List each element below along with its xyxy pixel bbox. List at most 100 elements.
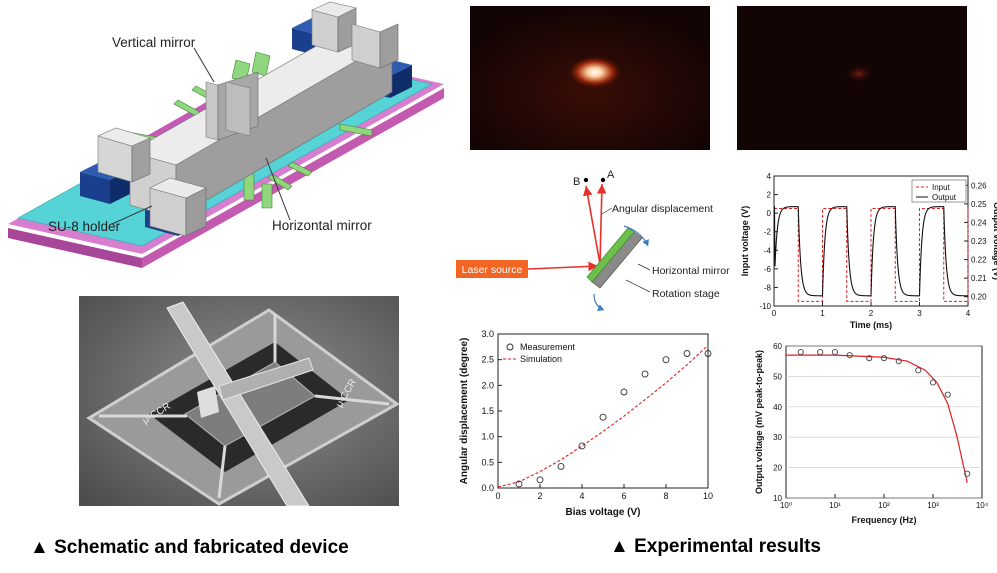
- x-tick-label: 10²: [878, 501, 890, 510]
- su8-holder-label: SU-8 holder: [48, 219, 121, 234]
- x-tick-label: 10³: [927, 501, 939, 510]
- point-b-label: B: [573, 176, 580, 188]
- measurement-point: [929, 379, 937, 386]
- measurement-point: [817, 349, 824, 356]
- y-tick-label: 10: [773, 494, 782, 503]
- horizontal-mirror-label: Horizontal mirror: [272, 218, 372, 233]
- measurement-point: [915, 367, 922, 374]
- y-right-tick-label: 0.20: [971, 293, 987, 302]
- measurement-point: [831, 349, 839, 356]
- legend-simulation-label: Simulation: [520, 354, 562, 364]
- y-axis-label: Output voltage (mV peak-to-peak): [754, 350, 764, 494]
- x-tick-label: 3: [917, 309, 922, 318]
- laser-spot-image-on: [470, 6, 710, 150]
- y-left-tick-label: -10: [759, 302, 771, 311]
- optical-setup-diagram: Laser source B A Angular displacement Ho…: [456, 169, 730, 312]
- x-tick-label: 8: [663, 491, 668, 501]
- rotation-stage-label: Rotation stage: [652, 288, 720, 300]
- x-tick-label: 1: [820, 309, 825, 318]
- measurement-point: [704, 350, 712, 357]
- y-tick-label: 3.0: [481, 329, 494, 339]
- y-tick-label: 30: [773, 433, 782, 442]
- measurement-point: [846, 352, 853, 359]
- measurement-point: [536, 476, 544, 484]
- x-axis-label: Time (ms): [850, 320, 892, 330]
- y-right-tick-label: 0.23: [971, 237, 987, 246]
- x-axis-label: Bias voltage (V): [565, 507, 640, 518]
- y-tick-label: 40: [773, 403, 782, 412]
- y-left-axis-label: Input voltage (V): [740, 206, 750, 277]
- y-left-tick-label: -8: [764, 283, 772, 292]
- x-tick-label: 4: [966, 309, 971, 318]
- measurement-point: [578, 442, 586, 450]
- x-axis-label: Frequency (Hz): [851, 515, 916, 525]
- measurement-point: [880, 355, 888, 362]
- y-left-tick-label: 4: [767, 172, 772, 181]
- measurement-point: [515, 480, 523, 488]
- laser-source-box: [456, 260, 528, 278]
- y-left-tick-label: -6: [764, 265, 772, 274]
- measurement-point: [662, 356, 670, 364]
- laser-source-label: Laser source: [462, 264, 523, 276]
- y-left-tick-label: 2: [767, 191, 772, 200]
- measurement-point: [944, 391, 951, 398]
- x-tick-label: 10⁴: [976, 501, 989, 510]
- measurement-point: [797, 349, 804, 356]
- y-tick-label: 60: [773, 342, 782, 351]
- y-right-tick-label: 0.24: [971, 218, 987, 227]
- y-tick-label: 1.5: [481, 406, 494, 416]
- measurement-point: [866, 355, 873, 362]
- input-square-wave: [774, 208, 969, 302]
- simulation-line: [497, 344, 709, 488]
- x-tick-label: 2: [537, 491, 542, 501]
- measurement-point: [557, 462, 565, 470]
- measurement-point: [964, 470, 971, 477]
- point-a-label: A: [607, 169, 615, 181]
- y-axis-label: Angular displacement (degree): [459, 338, 470, 485]
- y-tick-label: 0.5: [481, 457, 494, 467]
- horizontal-mirror-element: [586, 227, 635, 283]
- plot-frame: [785, 345, 983, 499]
- legend-input-label: Input: [932, 183, 951, 192]
- vertical-mirror-structure: [97, 1, 399, 237]
- measurement-point: [895, 358, 902, 365]
- x-tick-label: 10: [703, 491, 713, 501]
- legend-measurement-label: Measurement: [520, 342, 576, 352]
- right-caption: ▲ Experimental results: [610, 536, 821, 557]
- vertical-mirror-label: Vertical mirror: [112, 35, 196, 50]
- horizontal-mirror-setup-label: Horizontal mirror: [652, 265, 730, 277]
- x-tick-label: 6: [621, 491, 626, 501]
- y-left-tick-label: 0: [767, 209, 772, 218]
- device-schematic: Vertical mirror Horizontal mirror SU-8 h…: [8, 1, 444, 268]
- y-right-axis-label: Output voltage (V): [992, 202, 997, 280]
- y-tick-label: 50: [773, 372, 782, 381]
- y-tick-label: 0.0: [481, 483, 494, 493]
- measurement-point: [620, 388, 628, 396]
- plot-frame: [497, 333, 709, 489]
- x-tick-label: 10¹: [829, 501, 841, 510]
- measurement-point: [641, 370, 649, 378]
- y-right-tick-label: 0.26: [971, 181, 987, 190]
- measurement-point: [599, 413, 607, 421]
- y-tick-label: 20: [773, 464, 782, 473]
- output-response-line: [773, 206, 969, 297]
- legend-measurement-marker: [506, 343, 514, 351]
- x-tick-label: 0: [772, 309, 777, 318]
- measurement-point: [683, 350, 691, 357]
- angular-displacement-label: Angular displacement: [612, 203, 713, 215]
- laser-spot-image-off: [737, 6, 967, 150]
- y-tick-label: 1.0: [481, 432, 494, 442]
- left-caption: ▲ Schematic and fabricated device: [30, 537, 349, 558]
- legend-output-label: Output: [932, 193, 957, 202]
- y-left-tick-label: -4: [764, 246, 772, 255]
- x-tick-label: 0: [495, 491, 500, 501]
- fit-line: [786, 354, 968, 483]
- x-tick-label: 2: [869, 309, 874, 318]
- sem-micrograph: μ-CCR μ-CCR: [79, 296, 399, 506]
- x-tick-label: 10⁰: [780, 501, 792, 510]
- y-tick-label: 2.5: [481, 355, 494, 365]
- y-right-tick-label: 0.22: [971, 256, 987, 265]
